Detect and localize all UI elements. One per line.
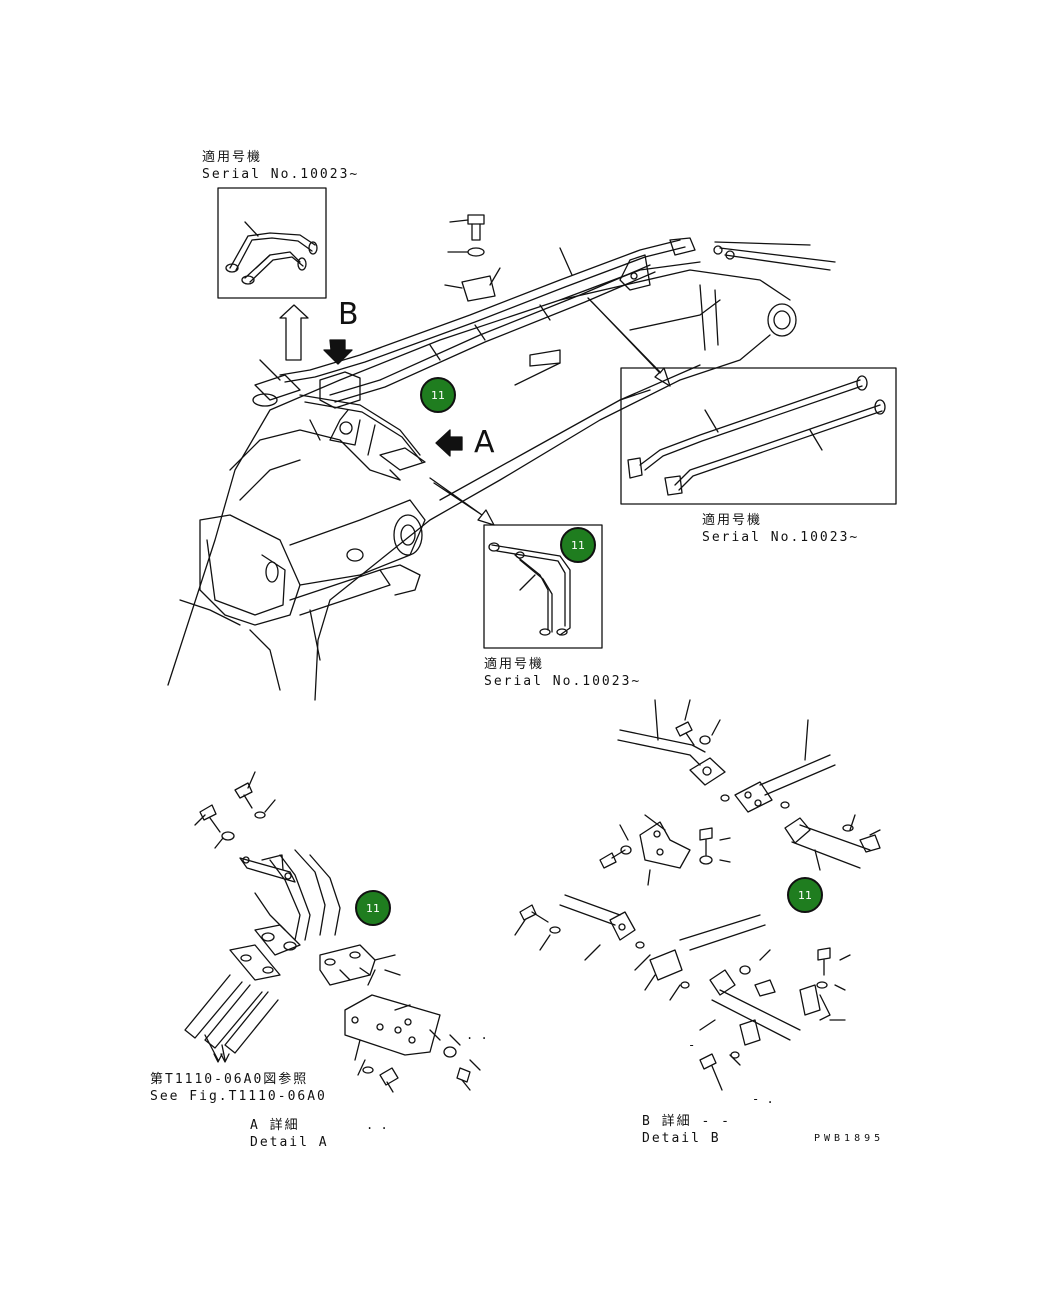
part-callout-11[interactable]: 11: [420, 377, 456, 413]
boom-assembly: [167, 261, 797, 701]
part-callout-11[interactable]: 11: [355, 890, 391, 926]
serial-label-jp-top-left: 適用号機: [202, 150, 263, 165]
stray-mark-3: - .: [752, 1092, 774, 1106]
detail-a-caption-jp: A 詳細: [250, 1118, 300, 1133]
drawing-code: PWB1895: [814, 1133, 885, 1144]
inset-b-view: [217, 187, 327, 299]
serial-label-en-middle: Serial No.10023~: [484, 674, 642, 689]
view-arrows: [279, 297, 671, 526]
reference-jp: 第T1110-06A0図参照: [150, 1072, 309, 1087]
serial-label-jp-middle: 適用号機: [484, 657, 545, 672]
serial-label-en-right: Serial No.10023~: [702, 530, 860, 545]
inset-a-view: [483, 524, 603, 649]
detail-a-marks: . .: [366, 1118, 388, 1132]
hydraulic-pipes: [252, 214, 836, 481]
view-letter-a: A: [474, 425, 495, 460]
detail-a-exploded: [184, 771, 481, 1093]
inset-right-view: [620, 367, 897, 505]
serial-label-en-top-left: Serial No.10023~: [202, 167, 360, 182]
detail-b-caption-en: Detail B: [642, 1131, 721, 1146]
part-callout-11[interactable]: 11: [787, 877, 823, 913]
part-callout-11[interactable]: 11: [560, 527, 596, 563]
detail-a-caption-en: Detail A: [250, 1135, 329, 1150]
reference-en: See Fig.T1110-06A0: [150, 1089, 327, 1104]
detail-b-caption-jp: B 詳細 - -: [642, 1114, 731, 1129]
detail-b-exploded: [514, 699, 881, 1091]
serial-label-jp-right: 適用号機: [702, 513, 763, 528]
view-letter-b: B: [338, 297, 359, 332]
stray-mark-1: . .: [466, 1028, 488, 1042]
stray-mark-2: -: [688, 1038, 696, 1052]
